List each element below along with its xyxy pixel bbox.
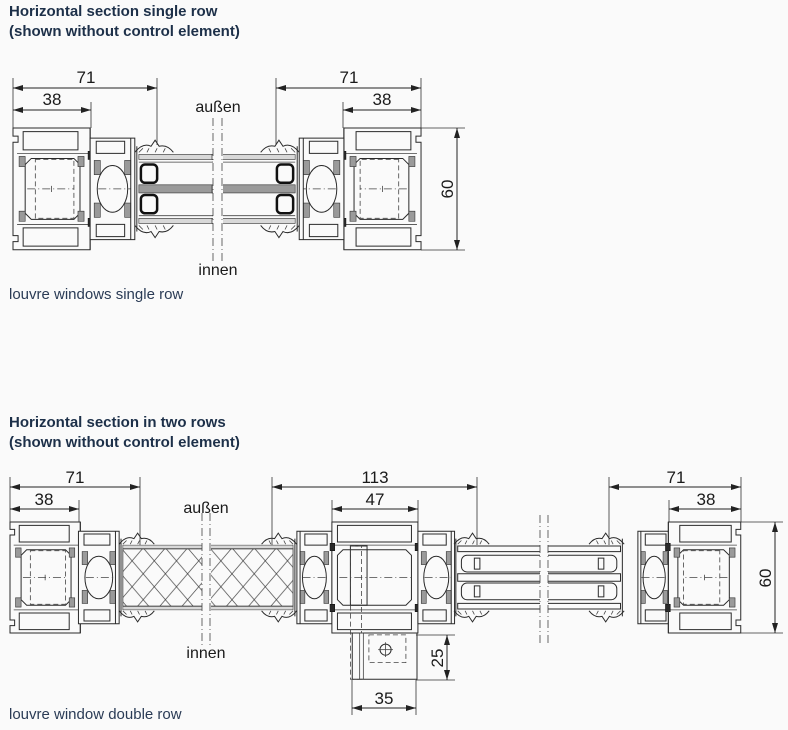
drawing-line: [458, 546, 621, 552]
section-2-subtitle: (shown without control element): [9, 434, 240, 451]
right-half: [212, 128, 421, 250]
mullion-profile: [330, 522, 420, 679]
section-1-title: Horizontal section single row (shown wit…: [9, 2, 240, 42]
section-1-caption: louvre windows single row: [9, 286, 184, 303]
louvre-glass: [453, 532, 626, 623]
drawing-line: [337, 613, 411, 630]
dim-height: 60: [438, 180, 457, 199]
drawing-line: [118, 532, 156, 546]
drawing-line: [458, 603, 621, 609]
drawing-line: [77, 530, 121, 625]
section-2-title-text: Horizontal section in two rows: [9, 414, 226, 431]
drawing-line: [135, 140, 222, 237]
section-1-title-text: Horizontal section single row: [9, 3, 218, 20]
drawing-line: [337, 525, 411, 542]
double-row-section: außen innen 71 38 113 47 71 38 60 25 35: [9, 468, 783, 715]
drawing-line: [453, 532, 491, 546]
inside-label: innen: [198, 262, 237, 279]
drawing-line: [588, 532, 626, 546]
drawing-line: [461, 583, 616, 600]
drawing-line: [89, 137, 136, 241]
double-row-profiles: [9, 521, 742, 679]
drawing-line: [598, 558, 604, 569]
inside-label: innen: [186, 645, 225, 662]
dim-right-total: 71: [340, 68, 359, 87]
dimensions-bottom: 71 38 113 47 71 38 60 25 35: [10, 468, 783, 715]
dim-right-total: 71: [667, 468, 686, 487]
break-gap: [540, 515, 548, 645]
drawing-line: [458, 574, 621, 581]
drawing-line: [11, 126, 95, 251]
drawing-line: [664, 521, 742, 634]
dim-left-total: 71: [77, 68, 96, 87]
operator-housing: [352, 633, 417, 679]
drawing-line: [417, 530, 456, 625]
drawing-line: [461, 555, 616, 572]
drawing-line: [588, 609, 626, 623]
dim-tab-width: 35: [375, 689, 394, 708]
drawing-line: [360, 633, 364, 679]
drawing-line: [260, 532, 298, 546]
section-1-subtitle: (shown without control element): [9, 23, 240, 40]
drawing-line: [295, 530, 333, 625]
left-half: [11, 126, 222, 251]
single-row-section: außen innen 71 38 71 38 60: [11, 68, 465, 279]
dim-right-frame: 38: [373, 90, 392, 109]
drawing-line: [352, 633, 417, 679]
dimensions-top: 71 38 71 38 60: [13, 68, 465, 250]
dim-left-total: 71: [66, 468, 85, 487]
drawing-line: [330, 543, 335, 550]
drawing-line: [474, 558, 480, 569]
drawing-line: [9, 521, 85, 634]
dim-right-frame: 38: [697, 490, 716, 509]
section-2-title: Horizontal section in two rows (shown wi…: [9, 413, 240, 453]
break-gap: [213, 118, 223, 263]
section-2-caption: louvre window double row: [9, 706, 182, 723]
outside-label: außen: [195, 99, 240, 116]
drawing-line: [369, 635, 406, 663]
dim-height: 60: [756, 569, 775, 588]
drawing-line: [330, 604, 335, 611]
dim-mullion: 47: [366, 490, 385, 509]
drawing-line: [453, 609, 491, 623]
drawing-line: [598, 586, 604, 597]
dim-middle-total: 113: [361, 468, 388, 487]
drawing-line: [260, 609, 298, 623]
dim-left-frame: 38: [43, 90, 62, 109]
dim-tab-height: 25: [428, 649, 447, 668]
drawing-line: [13, 78, 465, 250]
drawing-line: [474, 586, 480, 597]
drawing-line: [337, 550, 411, 606]
dim-left-frame: 38: [35, 490, 54, 509]
outside-label: außen: [183, 500, 228, 517]
drawing-line: [118, 609, 156, 623]
break-gap: [202, 513, 211, 643]
